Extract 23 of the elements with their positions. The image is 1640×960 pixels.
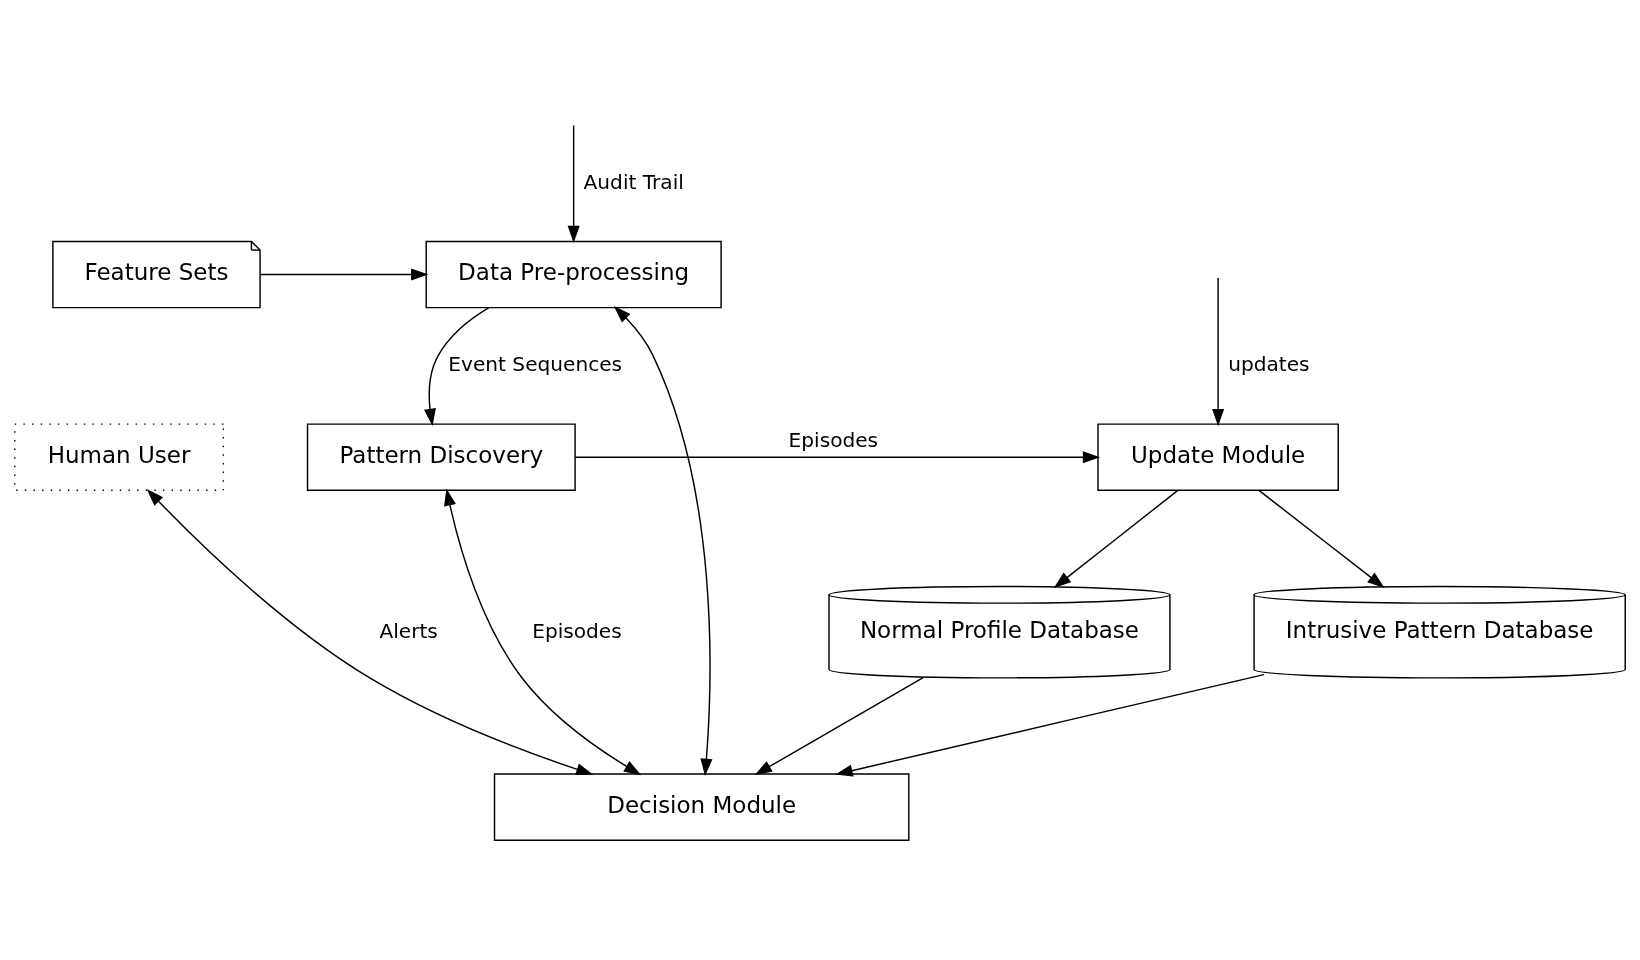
arrow (259, 268, 429, 281)
arrow (146, 488, 594, 776)
arrow (574, 451, 1101, 464)
arrow (835, 673, 1265, 777)
arrow (613, 306, 713, 776)
arrow (1258, 489, 1385, 588)
edge-label: Episodes (532, 618, 622, 643)
edge-label: Event Sequences (448, 352, 623, 377)
node-box: Update Module (1097, 423, 1339, 492)
node-box: Data Pre-processing (425, 240, 722, 309)
node-box: Pattern Discovery (306, 423, 576, 492)
arrow (444, 488, 642, 776)
edge-label: Alerts (379, 618, 438, 643)
edge-label: updates (1228, 352, 1310, 377)
arrow (1053, 489, 1179, 588)
node-box: Human User (14, 423, 225, 492)
arrow (423, 307, 490, 426)
edge-label: Audit Trail (583, 169, 684, 194)
arrow (754, 677, 924, 776)
arrow (567, 124, 580, 243)
node-box: Decision Module (493, 773, 910, 841)
edge-label: Episodes (788, 428, 879, 453)
arrow (1212, 277, 1225, 427)
